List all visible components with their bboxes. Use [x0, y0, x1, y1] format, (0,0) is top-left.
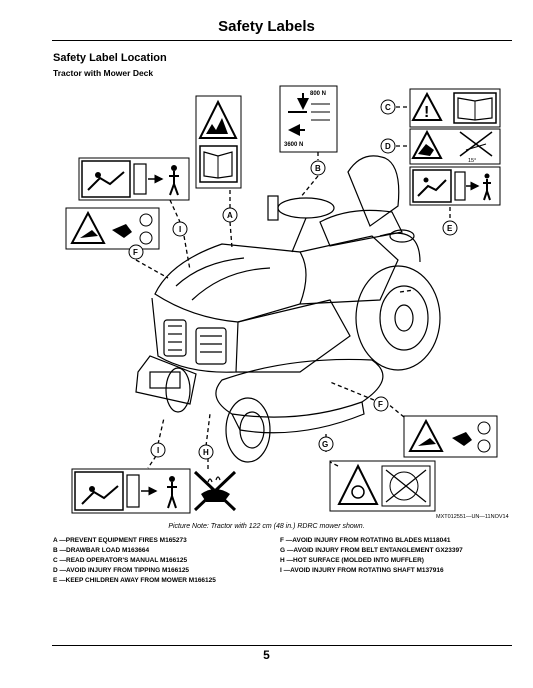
legend-item-i: I —AVOID INJURY FROM ROTATING SHAFT M137… [280, 567, 444, 574]
label-top-left-decal [79, 158, 189, 200]
leader-lines [136, 107, 450, 470]
svg-text:C: C [385, 103, 391, 112]
label-g-decal [330, 461, 435, 511]
legend-item-d: D —AVOID INJURY FROM TIPPING M166125 [53, 567, 189, 574]
svg-text:I: I [157, 446, 159, 455]
page-number: 5 [0, 648, 533, 662]
label-a-decal [196, 96, 241, 188]
callout-i-top: I [173, 222, 187, 236]
legend-item-e: E —KEEP CHILDREN AWAY FROM MOWER M166125 [53, 577, 216, 584]
tractor-illustration [136, 156, 440, 462]
force-bottom-text: 3600 N [284, 142, 303, 148]
svg-text:H: H [203, 448, 209, 457]
callout-g: G [319, 437, 333, 451]
svg-text:I: I [179, 225, 181, 234]
label-c-decal: ! [410, 89, 500, 127]
svg-text:F: F [378, 400, 383, 409]
callout-d: D [381, 139, 395, 153]
label-f-right-decal [404, 416, 497, 457]
picture-note: Picture Note: Tractor with 122 cm (48 in… [0, 523, 533, 530]
callout-f-right: F [374, 397, 388, 411]
legend-item-g: G —AVOID INJURY FROM BELT ENTANGLEMENT G… [280, 547, 463, 554]
callout-i-bottom: I [151, 443, 165, 457]
tip-angle-text: 15° [468, 158, 476, 164]
figure-id: MXT012551—UN—11NOV14 [436, 514, 509, 520]
label-e-decal [410, 167, 500, 205]
svg-text:D: D [385, 142, 391, 151]
legend-item-a: A —PREVENT EQUIPMENT FIRES M165273 [53, 537, 187, 544]
label-b-decal: 800 N 3600 N [280, 86, 337, 152]
svg-text:F: F [133, 248, 138, 257]
svg-text:E: E [447, 224, 453, 233]
label-d-decal: 15° [410, 129, 500, 164]
svg-text:G: G [322, 440, 328, 449]
legend-item-b: B —DRAWBAR LOAD M163664 [53, 547, 149, 554]
svg-text:A: A [227, 211, 233, 220]
legend-item-f: F —AVOID INJURY FROM ROTATING BLADES M11… [280, 537, 450, 544]
label-h-decal [195, 472, 235, 510]
callout-e: E [443, 221, 457, 235]
callout-a: A [223, 208, 237, 222]
label-f-left-decal [66, 208, 159, 249]
callout-c: C [381, 100, 395, 114]
svg-text:!: ! [424, 104, 429, 121]
footer-rule [52, 645, 512, 646]
legend-item-h: H —HOT SURFACE (MOLDED INTO MUFFLER) [280, 557, 424, 564]
legend-item-c: C —READ OPERATOR'S MANUAL M166125 [53, 557, 187, 564]
svg-text:B: B [315, 164, 321, 173]
callout-f-left: F [129, 245, 143, 259]
label-i-decal [72, 469, 190, 513]
force-top-text: 800 N [310, 91, 326, 97]
callout-b: B [311, 161, 325, 175]
callout-h: H [199, 445, 213, 459]
